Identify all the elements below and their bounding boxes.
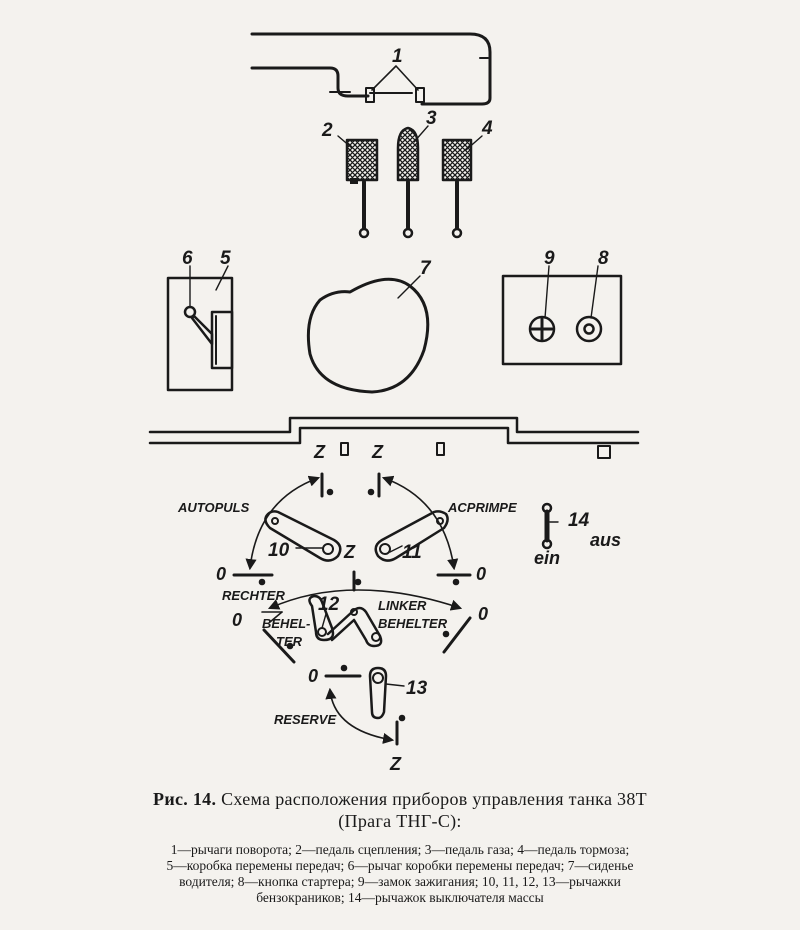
gearbox (166, 276, 234, 392)
label-behelter: BEHELTER (378, 616, 448, 631)
figure-subtitle: (Прага ТНГ-С): (338, 811, 462, 831)
label-o-diag-right: 0 (478, 604, 488, 624)
hull-edge (148, 416, 640, 459)
legend-line: 5—коробка перемены передач; 6—рычаг коро… (166, 858, 634, 873)
label-13: 13 (406, 678, 428, 699)
travel-arcs (245, 475, 463, 744)
label-autopuls: AUTOPULS (177, 500, 250, 515)
control-layout-diagram: 1 2 3 4 5 6 7 8 9 10 11 12 13 14 AUTOPUL… (148, 32, 640, 774)
legend-line: водителя; 8—кнопка стартера; 9—замок заж… (179, 874, 621, 889)
diagram-labels: 1 2 3 4 5 6 7 8 9 10 11 12 13 14 AUTOPUL… (177, 46, 621, 774)
label-ter: TER (276, 634, 303, 649)
label-o-left: 0 (216, 564, 226, 584)
position-marks (232, 472, 472, 746)
label-10: 10 (268, 540, 290, 561)
legend-line: 1—рычаги поворота; 2—педаль сцепления; 3… (170, 842, 630, 857)
steering-levers (250, 32, 492, 106)
starter-button[interactable] (575, 315, 603, 343)
fuel-tap-13[interactable] (368, 666, 388, 720)
label-ein: ein (534, 548, 560, 568)
label-reserve: RESERVE (274, 712, 336, 727)
label-behel: BEHEL- (262, 616, 310, 631)
label-z-center: Z (343, 542, 356, 562)
label-acprimpe: ACPRIMPE (447, 500, 517, 515)
label-4: 4 (481, 118, 493, 139)
label-2: 2 (321, 120, 333, 141)
label-6: 6 (182, 248, 193, 269)
leader-lines (189, 125, 599, 687)
label-aus: aus (590, 530, 621, 550)
label-o-bottom: 0 (308, 666, 318, 686)
label-1: 1 (392, 46, 403, 67)
gearbox-lever[interactable] (183, 305, 214, 346)
figure-caption: Рис. 14. Схема расположения приборов упр… (20, 788, 780, 906)
label-12: 12 (318, 594, 340, 615)
label-11: 11 (402, 542, 422, 563)
label-14: 14 (568, 510, 590, 531)
label-rechter: RECHTER (222, 588, 285, 603)
label-z-bottom: Z (389, 754, 402, 774)
figure-title: Схема расположения приборов управления т… (221, 789, 647, 809)
caption-legend: 1—рычаги поворота; 2—педаль сцепления; 3… (20, 842, 780, 906)
driver-seat (306, 277, 430, 394)
caption-title: Рис. 14. Схема расположения приборов упр… (20, 788, 780, 832)
label-9: 9 (544, 248, 555, 269)
label-z-left: Z (313, 442, 326, 462)
master-switch-lever[interactable] (541, 502, 553, 550)
ignition-lock[interactable] (528, 315, 556, 343)
brake-pedal[interactable] (441, 138, 473, 239)
label-z-right: Z (371, 442, 384, 462)
label-3: 3 (426, 108, 437, 129)
label-o-right: 0 (476, 564, 486, 584)
label-7: 7 (420, 258, 432, 279)
label-8: 8 (598, 248, 609, 269)
clutch-pedal[interactable] (345, 138, 379, 239)
figure-number: Рис. 14. (153, 789, 217, 809)
switch-panel (501, 274, 623, 366)
label-linker: LINKER (378, 598, 427, 613)
gas-pedal[interactable] (396, 126, 420, 239)
label-o-diag-left: 0 (232, 610, 242, 630)
legend-line: бензокраников; 14—рычажок выключателя ма… (256, 890, 544, 905)
label-5: 5 (220, 248, 231, 269)
